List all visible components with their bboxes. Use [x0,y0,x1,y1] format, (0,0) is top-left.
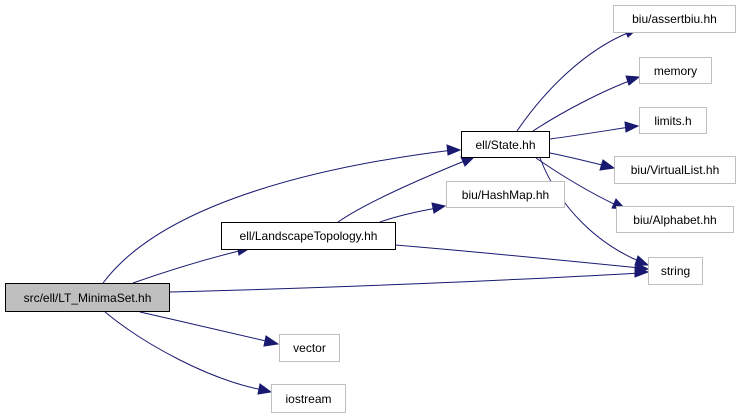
node-vector-header[interactable]: vector [279,334,340,362]
node-string-header[interactable]: string [648,257,703,285]
node-limits-header[interactable]: limits.h [639,107,707,134]
edge-state-to-assertbiu [516,27,639,132]
node-hashmap-header[interactable]: biu/HashMap.hh [446,181,565,208]
edge-root-to-landscape [132,244,252,284]
edge-state-to-virtuallist [549,152,616,171]
edge-root-to-vector [139,311,280,347]
node-state-header[interactable]: ell/State.hh [461,131,550,158]
edge-state-to-memory [532,75,641,132]
node-memory-header[interactable]: memory [639,57,712,84]
edge-landscape-to-hashmap [379,202,447,223]
edge-landscape-to-string [394,244,650,274]
edge-root-to-state [102,144,462,284]
node-iostream-header[interactable]: iostream [271,384,346,413]
node-alphabet-header[interactable]: biu/Alphabet.hh [616,206,734,233]
node-root-header[interactable]: src/ell/LT_MinimaSet.hh [5,283,170,312]
edge-state-to-limits [549,121,640,140]
edge-root-to-string [169,266,650,293]
edge-state-to-string [539,157,650,266]
edge-landscape-to-state [337,156,476,223]
node-assertbiu-header[interactable]: biu/assertbiu.hh [613,5,736,33]
node-landscape-topology-header[interactable]: ell/LandscapeTopology.hh [221,222,396,250]
edge-root-to-iostream [104,311,273,395]
node-virtuallist-header[interactable]: biu/VirtualList.hh [614,156,736,184]
